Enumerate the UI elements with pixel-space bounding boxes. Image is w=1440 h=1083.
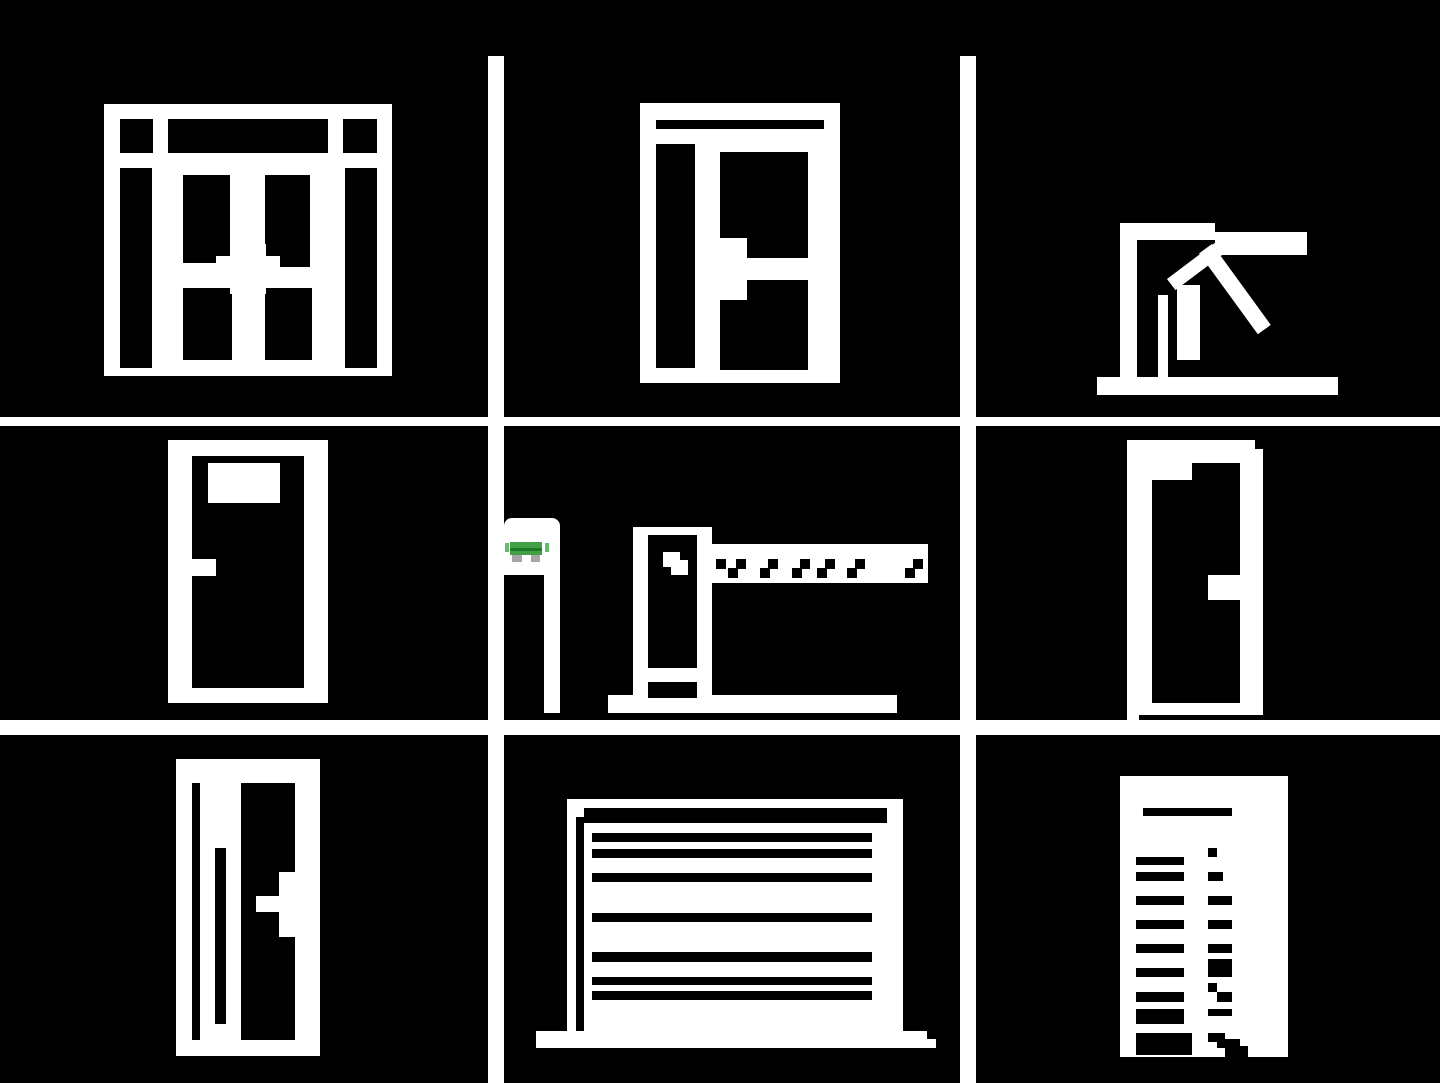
- grid-tile-4[interactable]: [0, 426, 488, 720]
- ticket-kiosk: [504, 518, 560, 713]
- grid-tile-7[interactable]: [0, 735, 488, 1083]
- garage-ground: [536, 1031, 927, 1048]
- grid-vline-2: [960, 56, 976, 1083]
- door-with-window-icon: [168, 440, 328, 703]
- grid-tile-6[interactable]: [976, 426, 1440, 720]
- door-ajar-right-icon: [1127, 440, 1263, 720]
- grid-hline-2: [0, 720, 1440, 735]
- grid-tile-5[interactable]: [504, 426, 960, 720]
- barrier-ground: [608, 695, 897, 713]
- door-ajar-left-icon: [176, 759, 320, 1056]
- barrier-boom-arm: [712, 544, 928, 583]
- grid-tile-8[interactable]: [504, 735, 960, 1083]
- grid-tile-3[interactable]: [976, 0, 1440, 417]
- door-opening-outward-icon: [976, 0, 1440, 417]
- garage-door-icon: [504, 735, 960, 1083]
- grid-tile-2[interactable]: [504, 0, 960, 417]
- grid-vline-1: [488, 56, 504, 1083]
- turnstile-icon: [1120, 776, 1288, 1057]
- grid-hline-1: [0, 417, 1440, 426]
- barrier-post: [633, 527, 712, 698]
- grid-tile-1[interactable]: [0, 0, 488, 417]
- grid-tile-9[interactable]: [976, 735, 1440, 1083]
- parking-barrier-icon: [504, 426, 960, 720]
- french-door-icon: [104, 104, 392, 376]
- sliding-door-icon: [640, 103, 840, 383]
